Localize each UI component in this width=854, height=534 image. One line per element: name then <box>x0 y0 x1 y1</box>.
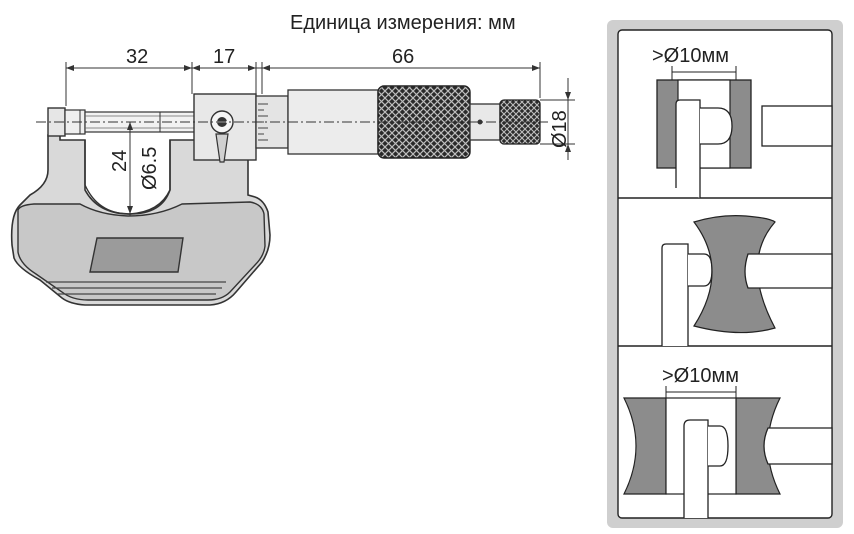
panel-top-label: >Ø10мм <box>652 45 729 67</box>
unit-caption: Единица измерения: мм <box>290 12 516 34</box>
micrometer-frame <box>10 121 271 306</box>
dimension-arrows <box>66 65 571 214</box>
panel-bottom-example <box>623 386 833 518</box>
panel-middle-example <box>661 215 833 346</box>
dim-24-label: 24 <box>109 150 131 172</box>
dim-18-label: Ø18 <box>549 110 571 148</box>
panel-bottom-label: >Ø10мм <box>662 365 739 387</box>
dim-66-label: 66 <box>392 46 414 68</box>
dim-32-label: 32 <box>126 46 148 68</box>
dim-6-5-label: Ø6.5 <box>139 147 161 190</box>
dim-17-label: 17 <box>213 46 235 68</box>
panel-top-example <box>656 66 833 198</box>
lock-clamp <box>193 93 257 163</box>
